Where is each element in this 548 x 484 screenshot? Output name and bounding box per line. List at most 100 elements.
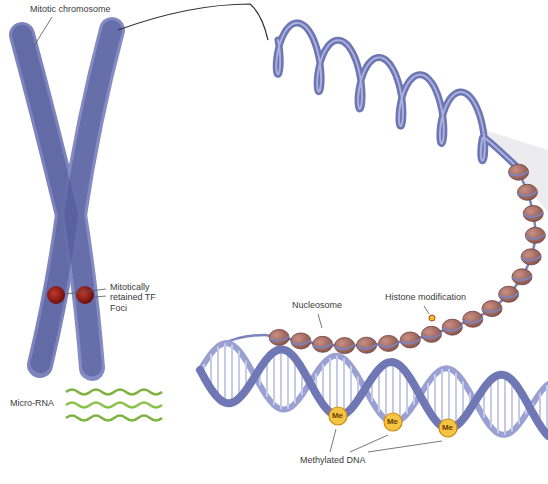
histone-core xyxy=(442,319,462,335)
leader-line xyxy=(318,314,322,328)
base-pair xyxy=(217,346,219,397)
wrapped-dna xyxy=(335,345,355,350)
nucleosome-string xyxy=(200,164,545,370)
dna-double-helix xyxy=(200,343,548,436)
wrapped-dna xyxy=(499,293,519,298)
nucleosome-bead xyxy=(521,249,541,265)
histone-core xyxy=(291,333,311,349)
wrapped-dna xyxy=(379,342,399,347)
methyl-text: Me xyxy=(387,418,398,426)
leader-line xyxy=(368,441,442,452)
base-pair xyxy=(231,345,233,403)
nucleosome-bead xyxy=(442,319,462,335)
nucleosome-bead xyxy=(400,332,420,348)
fiber-tether xyxy=(118,4,268,40)
methyl-disc xyxy=(384,413,402,431)
wrapped-dna xyxy=(291,340,311,345)
fiber-tube xyxy=(276,23,515,165)
dna-strand xyxy=(200,349,548,435)
histone-core xyxy=(357,337,377,353)
base-pair xyxy=(385,363,387,419)
histone-core xyxy=(521,249,541,265)
histone-core xyxy=(379,335,399,351)
methyl-group: Me xyxy=(328,406,348,426)
nucleosome-bead xyxy=(421,326,441,342)
base-pair xyxy=(490,380,492,428)
nucleosome-bead xyxy=(517,184,537,200)
histone-core xyxy=(421,326,441,342)
histone-core xyxy=(482,301,502,317)
histone-core xyxy=(523,205,543,221)
histone-core xyxy=(269,329,289,345)
nucleosome-bead xyxy=(509,164,529,180)
leader-line xyxy=(330,429,336,452)
dna-strand xyxy=(200,343,548,435)
methyl-group: Me xyxy=(383,412,403,432)
wrapped-dna xyxy=(482,308,502,313)
base-pair xyxy=(273,352,275,405)
base-pair xyxy=(504,375,506,434)
chromatid-texture xyxy=(74,30,112,368)
nucleosome-bead xyxy=(512,269,532,285)
wrapped-dna xyxy=(442,326,462,331)
leader-line xyxy=(34,17,52,46)
leader-line xyxy=(66,289,106,294)
label: Methylated DNA xyxy=(300,455,366,465)
label: Mitotically retained TF Foci xyxy=(110,282,168,313)
leader-line xyxy=(95,296,106,297)
histone-core xyxy=(499,286,519,302)
label: Histone modification xyxy=(385,292,466,302)
base-pair xyxy=(546,385,548,435)
wrapped-dna xyxy=(421,333,441,338)
wrapped-dna xyxy=(523,212,543,217)
base-pair xyxy=(399,366,401,421)
nucleosome-bead xyxy=(357,337,377,353)
histone-core xyxy=(512,269,532,285)
histone-core xyxy=(463,311,483,327)
linker-dna xyxy=(265,165,535,346)
leader-lines xyxy=(34,17,442,452)
histone-core xyxy=(400,332,420,348)
histone-core xyxy=(525,227,545,243)
nucleosome-bead xyxy=(499,286,519,302)
label: Nucleosome xyxy=(292,300,342,310)
methyl-disc xyxy=(329,407,347,425)
nucleosome-bead xyxy=(482,301,502,317)
histone-core xyxy=(517,184,537,200)
histone-core xyxy=(313,336,333,352)
base-pair xyxy=(224,343,226,402)
nucleosome-bead xyxy=(525,227,545,243)
methyl-group: Me xyxy=(438,418,458,438)
chromatid xyxy=(74,30,112,368)
tf-focus xyxy=(76,286,94,304)
nucleosome-bead xyxy=(313,336,333,352)
nucleosome-bead xyxy=(269,329,289,345)
base-pair xyxy=(343,359,345,415)
wrapped-dna xyxy=(517,191,537,196)
base-pair xyxy=(329,358,331,413)
nucleosome-bead xyxy=(335,338,355,354)
methyl-disc xyxy=(439,419,457,437)
base-pair xyxy=(287,352,289,409)
chromatin-fiber xyxy=(276,23,515,165)
nucleosome-bead xyxy=(463,311,483,327)
wrapped-dna xyxy=(509,171,529,176)
leader-line xyxy=(424,306,429,314)
base-pair xyxy=(497,375,499,433)
fiber-highlight xyxy=(276,23,515,165)
wrapped-dna xyxy=(521,256,541,261)
base-pair xyxy=(455,373,457,426)
base-pair xyxy=(441,369,443,426)
wrapped-dna xyxy=(357,344,377,349)
base-pair xyxy=(511,380,513,431)
nucleosome-bead xyxy=(523,205,543,221)
rna-strand xyxy=(66,416,162,421)
nucleosome-bead xyxy=(379,335,399,351)
rna-strand xyxy=(66,403,162,408)
chromatid-texture xyxy=(22,35,68,365)
base-pair xyxy=(238,351,240,399)
chromatid xyxy=(22,35,68,365)
